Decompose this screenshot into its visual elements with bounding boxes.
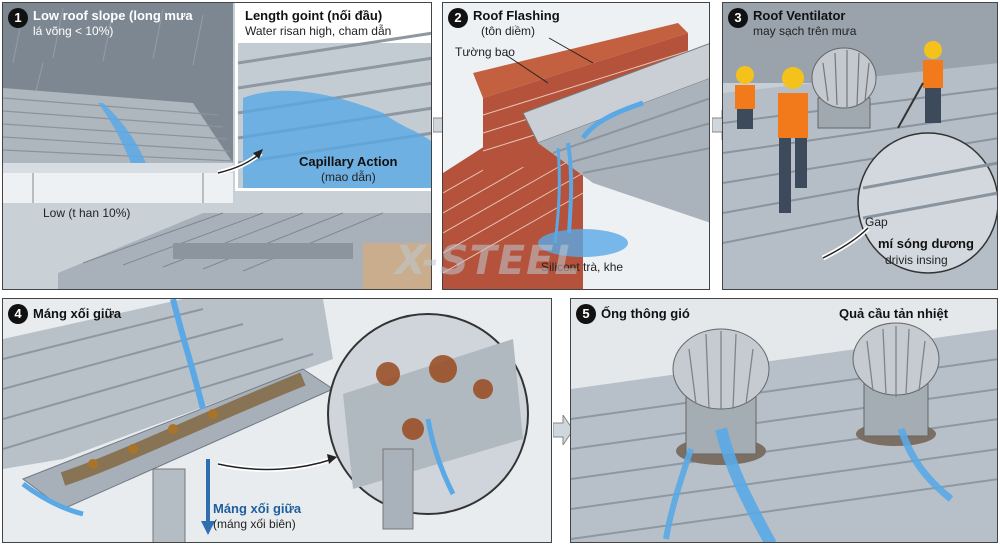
roof-surface-4 (3, 299, 333, 469)
ventilator-3 (811, 47, 877, 129)
step-number-2: 2 (448, 8, 468, 28)
low-slope-label: Low (t han 10%) (43, 206, 131, 220)
water-puddle-2 (538, 229, 628, 257)
panel-3-illustration (723, 3, 997, 289)
zoom-inset-3 (857, 132, 997, 274)
length-joint-subtitle: Water risan high, cham dẫn (245, 24, 392, 38)
panel-low-roof-slope: 1 Low roof slope (long mưa lá võng < 10%… (2, 2, 432, 290)
panel-3-title: Roof Ventilator (753, 8, 846, 23)
step-number-5: 5 (576, 304, 596, 324)
roof-sheet-2 (538, 78, 709, 223)
panel-roof-flashing: 2 Roof Flashing (tôn diềm) Tường bao Sil… (442, 2, 710, 290)
panel-5-illustration (571, 322, 997, 542)
flashing-strip (522, 43, 709, 144)
drivis-insing-label: drivis insing (885, 253, 948, 267)
panel-4-title: Máng xối giữa (33, 306, 122, 321)
water-pool-inset (243, 90, 431, 188)
worker-left (735, 66, 755, 129)
capillary-action-subtitle: (mao dẫn) (321, 170, 376, 184)
downpipe-4 (152, 468, 186, 542)
arrow-right-icon (553, 415, 573, 445)
wall-label: Tường bao (455, 45, 515, 59)
step-number-1: 1 (8, 8, 28, 28)
panel-roof-ventilator: 3 Roof Ventilator may sạch trên mưa Gap … (722, 2, 998, 290)
length-joint-title: Length goint (nối đầu) (245, 8, 383, 23)
panel-1-subtitle: lá võng < 10%) (33, 24, 114, 38)
panel-2-title: Roof Flashing (473, 8, 560, 23)
silicone-label: Silicont trà, khe (541, 260, 624, 274)
panel-ventilation-pipe: 5 Ống thông gió Quả cầu tản nhiệt (570, 298, 998, 543)
capillary-action-title: Capillary Action (299, 154, 398, 169)
worker-right (897, 41, 943, 129)
panel-central-gutter: 4 Máng xối giữa Máng xối giữa (máng xối … (2, 298, 552, 543)
panel-1-illustration (3, 3, 431, 289)
mi-song-duong-label: mí sóng dương (878, 236, 974, 251)
panel-4-illustration (3, 299, 529, 542)
worker-center (778, 67, 808, 213)
gutter-label-subtitle: (máng xối biên) (213, 517, 296, 531)
ventilator-5-right (852, 322, 940, 446)
gutter-label-title: Máng xối giữa (213, 501, 302, 516)
watermark-logo: X-STEEL (395, 238, 581, 284)
panel-2-illustration (443, 23, 709, 289)
ventilator-5-left (672, 328, 770, 465)
heat-ball-label: Quả cầu tản nhiệt (839, 306, 949, 321)
step-number-3: 3 (728, 8, 748, 28)
arrow-down-icon (201, 521, 215, 535)
panel-3-subtitle: may sạch trên mưa (753, 24, 857, 38)
step-number-4: 4 (8, 304, 28, 324)
panel-2-subtitle: (tôn diềm) (481, 24, 536, 38)
gap-label: Gap (865, 215, 888, 229)
water-channel-1 (98, 103, 148, 168)
panel-1-title: Low roof slope (long mưa (33, 8, 193, 23)
panel-5-title: Ống thông gió (601, 306, 690, 321)
